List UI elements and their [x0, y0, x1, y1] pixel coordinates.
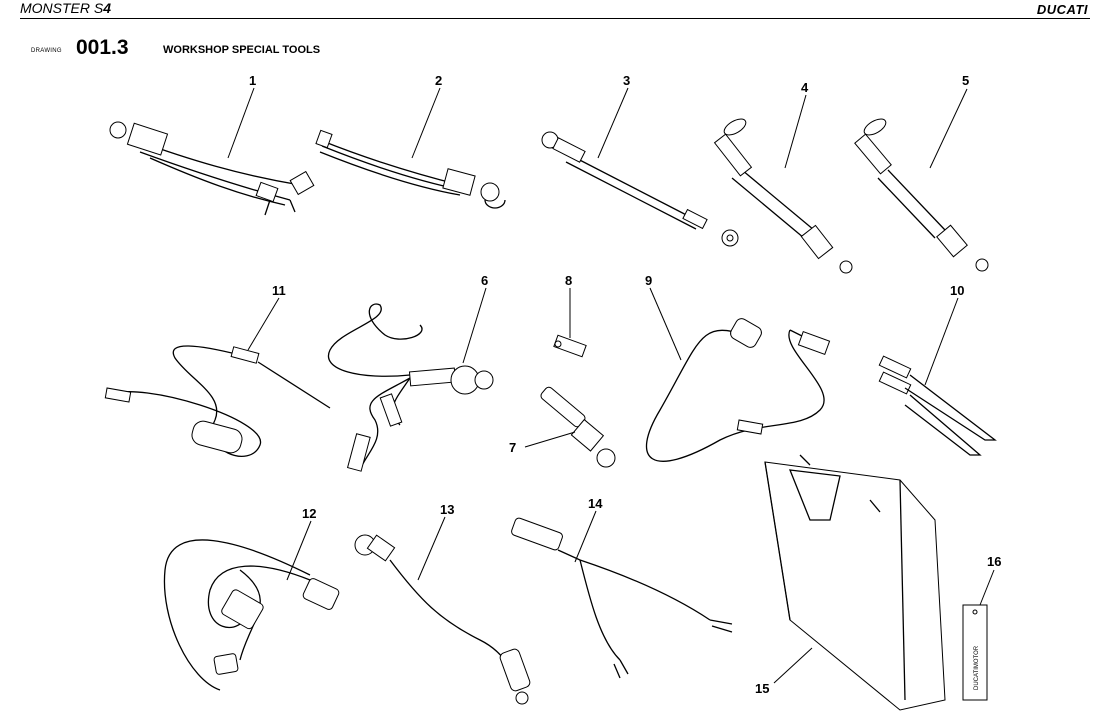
leader-1	[227, 87, 255, 159]
part-16-tag[interactable]: DUCATIMOTOR	[962, 604, 988, 701]
callout-13: 13	[440, 502, 454, 517]
callout-14: 14	[588, 496, 603, 511]
leader-3	[597, 87, 629, 159]
model-name: MONSTER S4	[20, 0, 111, 16]
drawing-number: 001.3	[76, 36, 129, 59]
drawing-label: DRAWING	[31, 48, 62, 54]
leader-9	[649, 287, 682, 361]
callout-9: 9	[645, 273, 652, 288]
model-suffix: 4	[103, 0, 112, 16]
callout-2: 2	[435, 73, 442, 88]
callout-1: 1	[249, 73, 256, 88]
part-6-tool[interactable]	[327, 303, 494, 472]
callout-15: 15	[755, 681, 769, 696]
leader-2	[411, 87, 441, 159]
leader-5	[929, 88, 968, 169]
part-4-tool[interactable]	[713, 116, 853, 274]
leader-15	[773, 647, 813, 684]
part-12-tool[interactable]	[163, 539, 340, 691]
leader-11	[247, 297, 280, 351]
leader-16	[979, 569, 995, 606]
leader-14	[574, 510, 597, 563]
callout-4: 4	[801, 80, 809, 95]
callout-6: 6	[481, 273, 488, 288]
callout-5: 5	[962, 73, 969, 88]
part-2-tool[interactable]	[315, 129, 506, 209]
part-7-tool[interactable]	[539, 386, 616, 468]
part-15-tool-case[interactable]	[764, 454, 946, 711]
part-13-tool[interactable]	[354, 534, 531, 705]
leader-10	[924, 297, 959, 386]
callout-12: 12	[302, 506, 316, 521]
model-prefix: MONSTER S	[20, 0, 104, 16]
leader-13	[417, 516, 446, 581]
callout-3: 3	[623, 73, 630, 88]
callout-11: 11	[272, 283, 286, 298]
part-10-tool[interactable]	[878, 355, 997, 456]
header-rule	[20, 18, 1090, 19]
part-14-tool[interactable]	[510, 517, 733, 679]
leader-6	[462, 287, 487, 364]
part-8-tool[interactable]	[553, 334, 587, 358]
callout-7: 7	[509, 440, 516, 455]
part-3-tool[interactable]	[541, 131, 739, 247]
part-5-tool[interactable]	[854, 116, 989, 272]
callout-16: 16	[987, 554, 1001, 569]
tag-text: DUCATIMOTOR	[974, 645, 980, 690]
brand-logo: DUCATI	[1036, 2, 1088, 17]
leader-4	[784, 94, 807, 169]
callout-10: 10	[950, 283, 964, 298]
drawing-title: WORKSHOP SPECIAL TOOLS	[163, 44, 321, 56]
callout-8: 8	[565, 273, 572, 288]
leader-12	[286, 520, 312, 581]
part-11-tool[interactable]	[104, 345, 331, 457]
part-9-tool[interactable]	[645, 316, 831, 462]
part-1-tool[interactable]	[109, 121, 315, 216]
leader-7	[524, 431, 576, 448]
